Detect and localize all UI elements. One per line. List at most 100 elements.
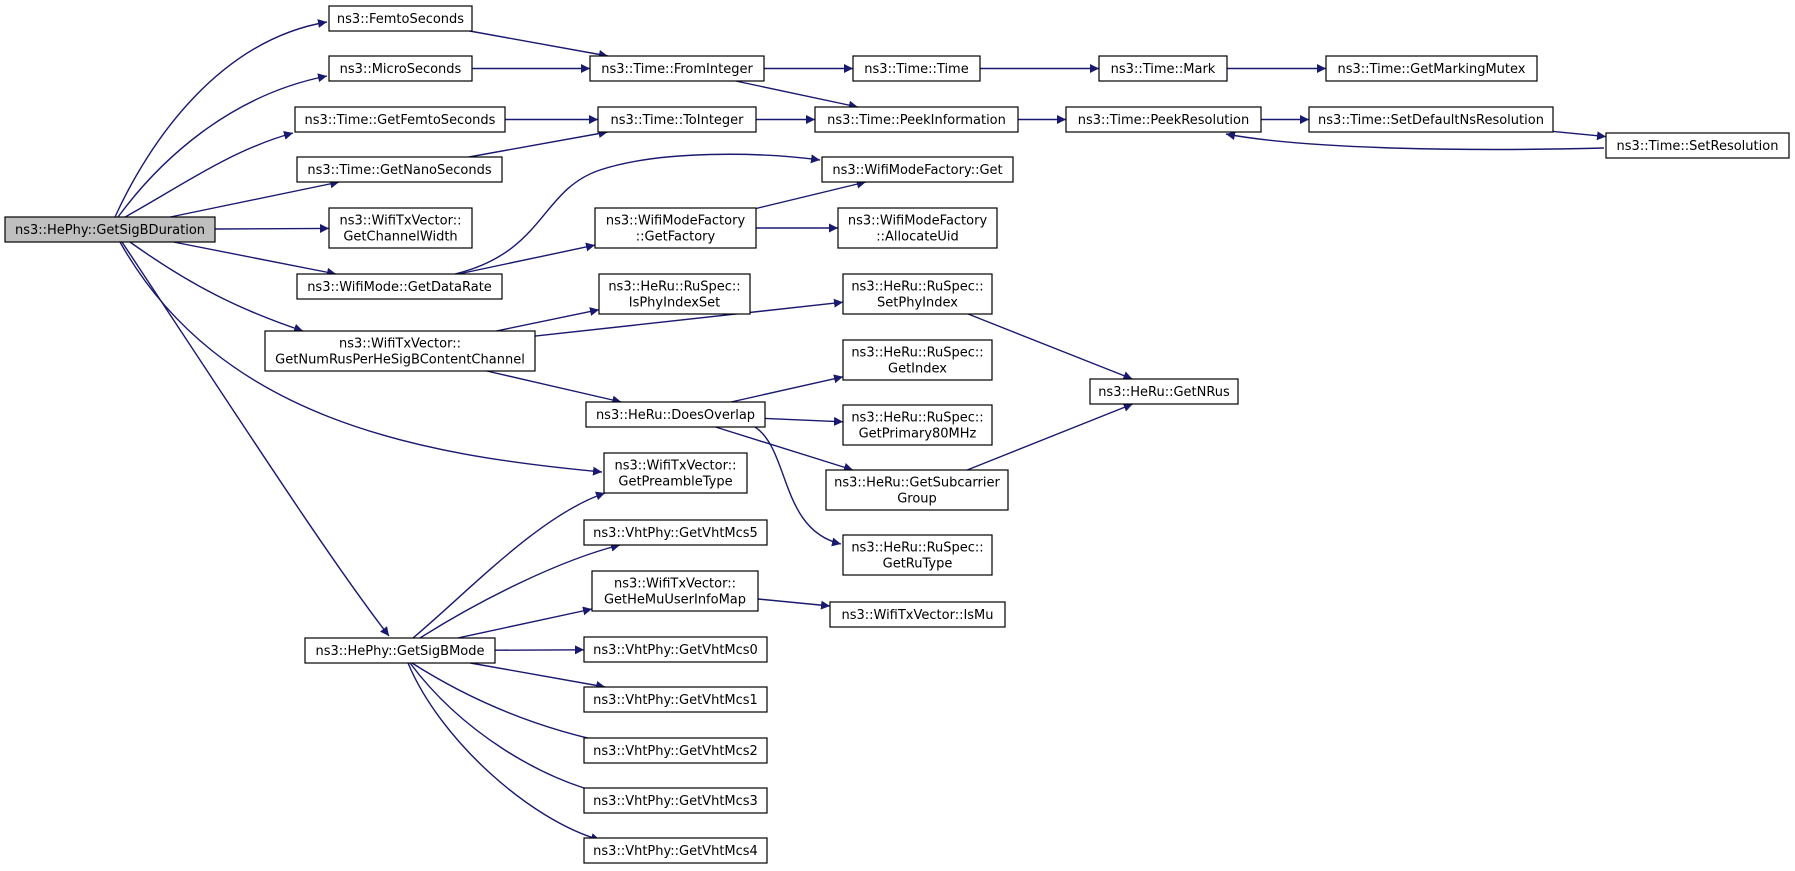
node-box[interactable]: [583, 787, 768, 814]
node-allocateuid[interactable]: ns3::WifiModeFactory::AllocateUid: [837, 207, 998, 249]
node-box[interactable]: [1605, 132, 1790, 159]
node-box[interactable]: [583, 737, 768, 764]
node-getnrus[interactable]: ns3::HeRu::GetNRus: [1089, 378, 1239, 405]
node-box[interactable]: [585, 401, 766, 428]
node-box[interactable]: [842, 273, 993, 315]
node-getvhtmcs5[interactable]: ns3::VhtPhy::GetVhtMcs5: [583, 519, 768, 546]
node-box[interactable]: [598, 273, 751, 315]
node-box[interactable]: [842, 339, 993, 381]
node-getfemtoseconds[interactable]: ns3::Time::GetFemtoSeconds: [294, 106, 506, 133]
node-box[interactable]: [1089, 378, 1239, 405]
node-timemark[interactable]: ns3::Time::Mark: [1098, 55, 1228, 82]
node-femtoseconds[interactable]: ns3::FemtoSeconds: [328, 5, 473, 32]
node-box[interactable]: [825, 469, 1009, 511]
node-setphyindex[interactable]: ns3::HeRu::RuSpec::SetPhyIndex: [842, 273, 993, 315]
node-box[interactable]: [589, 55, 765, 82]
node-doesoverlap[interactable]: ns3::HeRu::DoesOverlap: [585, 401, 766, 428]
node-box[interactable]: [294, 106, 506, 133]
edge-setphyindex-to-getnrus: [967, 313, 1133, 380]
node-box[interactable]: [852, 55, 981, 82]
node-box[interactable]: [583, 837, 768, 864]
node-label: ns3::WifiTxVector::IsMu: [841, 608, 993, 623]
node-box[interactable]: [837, 207, 998, 249]
node-getmarkingmutex[interactable]: ns3::Time::GetMarkingMutex: [1325, 55, 1538, 82]
edge-getsigbduration-to-getpreambletype: [119, 241, 603, 476]
node-label: ns3::Time::SetResolution: [1617, 139, 1779, 154]
node-box[interactable]: [1098, 55, 1228, 82]
node-getdatarate[interactable]: ns3::WifiMode::GetDataRate: [296, 273, 503, 300]
node-box[interactable]: [583, 636, 768, 663]
node-isphyindexset[interactable]: ns3::HeRu::RuSpec::IsPhyIndexSet: [598, 273, 751, 315]
node-getvhtmcs0[interactable]: ns3::VhtPhy::GetVhtMcs0: [583, 636, 768, 663]
node-label: ns3::Time::GetFemtoSeconds: [305, 113, 496, 128]
node-tointeger[interactable]: ns3::Time::ToInteger: [597, 106, 757, 133]
node-box[interactable]: [829, 601, 1006, 628]
node-box[interactable]: [597, 106, 757, 133]
node-setdefaultnsresolution[interactable]: ns3::Time::SetDefaultNsResolution: [1308, 106, 1554, 133]
node-box[interactable]: [264, 330, 536, 372]
node-getvhtmcs2[interactable]: ns3::VhtPhy::GetVhtMcs2: [583, 737, 768, 764]
node-peekresolution[interactable]: ns3::Time::PeekResolution: [1065, 106, 1262, 133]
node-ismu[interactable]: ns3::WifiTxVector::IsMu: [829, 601, 1006, 628]
node-box[interactable]: [842, 404, 993, 446]
node-getindex[interactable]: ns3::HeRu::RuSpec::GetIndex: [842, 339, 993, 381]
node-label: ns3::HeRu::RuSpec::: [851, 346, 983, 361]
node-label: IsPhyIndexSet: [629, 296, 721, 311]
node-box[interactable]: [842, 534, 993, 576]
node-box[interactable]: [328, 5, 473, 32]
node-gethemuuserinfomap[interactable]: ns3::WifiTxVector::GetHeMuUserInfoMap: [591, 570, 759, 612]
node-getsigbduration[interactable]: ns3::HePhy::GetSigBDuration: [4, 216, 216, 243]
node-label: ns3::VhtPhy::GetVhtMcs0: [593, 643, 758, 658]
node-frominteger[interactable]: ns3::Time::FromInteger: [589, 55, 765, 82]
node-box[interactable]: [328, 55, 473, 82]
edge-getnumrus-to-doesoverlap: [486, 370, 622, 405]
node-getvhtmcs3[interactable]: ns3::VhtPhy::GetVhtMcs3: [583, 787, 768, 814]
node-timetime[interactable]: ns3::Time::Time: [852, 55, 981, 82]
node-box[interactable]: [296, 273, 503, 300]
node-box[interactable]: [4, 216, 216, 243]
node-box[interactable]: [814, 106, 1019, 133]
node-box[interactable]: [583, 519, 768, 546]
edge-getsigbduration-to-getnumrus: [129, 241, 304, 333]
node-box[interactable]: [1065, 106, 1262, 133]
node-setresolution[interactable]: ns3::Time::SetResolution: [1605, 132, 1790, 159]
node-getpreambletype[interactable]: ns3::WifiTxVector::GetPreambleType: [603, 452, 748, 494]
node-box[interactable]: [821, 156, 1014, 183]
node-label: ns3::Time::ToInteger: [610, 113, 744, 128]
node-box[interactable]: [583, 686, 768, 713]
node-getvhtmcs4[interactable]: ns3::VhtPhy::GetVhtMcs4: [583, 837, 768, 864]
node-box[interactable]: [296, 156, 503, 183]
node-box[interactable]: [304, 637, 496, 664]
node-box[interactable]: [591, 570, 759, 612]
node-modefactoryget[interactable]: ns3::WifiModeFactory::Get: [821, 156, 1014, 183]
node-label: ns3::HeRu::DoesOverlap: [596, 408, 755, 423]
node-label: ns3::HePhy::GetSigBMode: [315, 644, 484, 659]
node-getvhtmcs1[interactable]: ns3::VhtPhy::GetVhtMcs1: [583, 686, 768, 713]
node-box[interactable]: [1325, 55, 1538, 82]
node-label: ns3::WifiTxVector::: [339, 214, 461, 229]
node-label: ns3::Time::GetMarkingMutex: [1338, 62, 1526, 77]
node-getprimary80mhz[interactable]: ns3::HeRu::RuSpec::GetPrimary80MHz: [842, 404, 993, 446]
node-getrutype[interactable]: ns3::HeRu::RuSpec::GetRuType: [842, 534, 993, 576]
node-label: SetPhyIndex: [877, 296, 958, 311]
node-box[interactable]: [328, 207, 473, 249]
node-getnumrus[interactable]: ns3::WifiTxVector::GetNumRusPerHeSigBCon…: [264, 330, 536, 372]
node-label: ns3::WifiModeFactory: [606, 214, 746, 229]
node-label: ns3::HeRu::RuSpec::: [851, 541, 983, 556]
node-label: GetHeMuUserInfoMap: [604, 593, 746, 608]
node-label: ns3::HeRu::RuSpec::: [608, 280, 740, 295]
node-microseconds[interactable]: ns3::MicroSeconds: [328, 55, 473, 82]
node-getchannelwidth[interactable]: ns3::WifiTxVector::GetChannelWidth: [328, 207, 473, 249]
edge-getsigbmode-to-getpreambletype: [412, 491, 606, 639]
node-getnanoseconds[interactable]: ns3::Time::GetNanoSeconds: [296, 156, 503, 183]
node-box[interactable]: [603, 452, 748, 494]
node-peekinformation[interactable]: ns3::Time::PeekInformation: [814, 106, 1019, 133]
node-box[interactable]: [1308, 106, 1554, 133]
node-getsigbmode[interactable]: ns3::HePhy::GetSigBMode: [304, 637, 496, 664]
node-label: ::GetFactory: [636, 230, 716, 245]
node-label: ns3::VhtPhy::GetVhtMcs5: [593, 526, 758, 541]
node-box[interactable]: [594, 207, 757, 249]
node-getfactory[interactable]: ns3::WifiModeFactory::GetFactory: [594, 207, 757, 249]
